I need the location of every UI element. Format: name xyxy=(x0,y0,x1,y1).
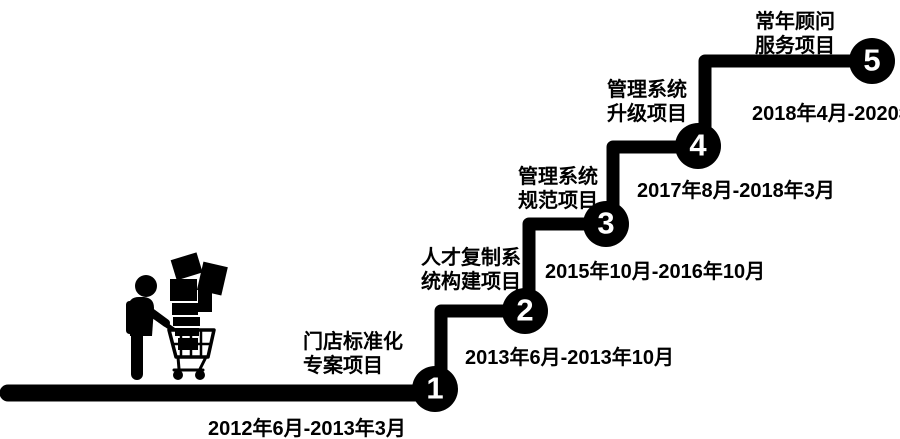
step-2-label: 人才复制系 统构建项目 xyxy=(421,246,521,294)
box-middle xyxy=(170,279,197,301)
box-slat-1 xyxy=(173,317,200,326)
step-4-label-line1: 管理系统 xyxy=(607,79,687,101)
step-2-label-line2: 统构建项目 xyxy=(421,271,521,293)
step-3-number: 3 xyxy=(597,205,615,241)
step-connector-2-3 xyxy=(522,217,613,316)
step-5-label: 常年顾问 服务项目 xyxy=(755,10,835,58)
step-4-date: 2017年8月-2018年3月 xyxy=(637,180,835,202)
step-5-date: 2018年4月-2020年 xyxy=(752,103,900,125)
step-3-label-line1: 管理系统 xyxy=(518,166,598,188)
milestone-circle-2 xyxy=(502,288,548,334)
step-4-label-line2: 升级项目 xyxy=(607,103,687,125)
cart-frame xyxy=(172,355,208,372)
step-1-label-line2: 专案项目 xyxy=(303,355,383,377)
step-1-date: 2012年6月-2013年3月 xyxy=(208,418,406,439)
box-top-right xyxy=(196,261,228,296)
step-2-number: 2 xyxy=(516,292,534,328)
step-1-label-line1: 门店标准化 xyxy=(303,331,403,353)
step-1-number: 1 xyxy=(426,370,444,406)
step-3-label-line2: 规范项目 xyxy=(518,190,598,212)
step-2-date: 2013年6月-2013年10月 xyxy=(465,347,675,369)
milestone-circle-5 xyxy=(849,38,895,84)
box-lower xyxy=(172,303,198,315)
milestone-circle-1 xyxy=(412,366,458,412)
person-head xyxy=(135,275,157,297)
person-left-arm xyxy=(126,301,133,334)
cart-wheel-right xyxy=(195,370,205,380)
step-3-date: 2015年10月-2016年10月 xyxy=(545,261,766,283)
step-4-label: 管理系统 升级项目 xyxy=(607,78,687,126)
step-1-label: 门店标准化 专案项目 xyxy=(303,330,403,378)
cart-wheel-left xyxy=(173,370,183,380)
person-pushing-cart-icon xyxy=(126,252,228,380)
box-middle-right xyxy=(198,289,212,312)
step-5-number: 5 xyxy=(863,42,881,78)
person-leg xyxy=(131,330,143,380)
box-in-basket xyxy=(178,338,198,350)
milestone-circle-3 xyxy=(583,201,629,247)
step-3-label: 管理系统 规范项目 xyxy=(518,165,598,213)
step-2-label-line1: 人才复制系 xyxy=(421,247,521,269)
step-connector-1-2 xyxy=(434,304,532,395)
step-5-label-line2: 服务项目 xyxy=(755,35,835,57)
box-slat-2 xyxy=(175,328,199,336)
step-connector-3-4 xyxy=(606,140,705,229)
box-top-left xyxy=(170,252,203,281)
milestone-circle-4 xyxy=(675,123,721,169)
step-4-number: 4 xyxy=(689,127,707,163)
step-connector-4-5 xyxy=(698,54,879,151)
step-5-label-line1: 常年顾问 xyxy=(755,11,835,33)
